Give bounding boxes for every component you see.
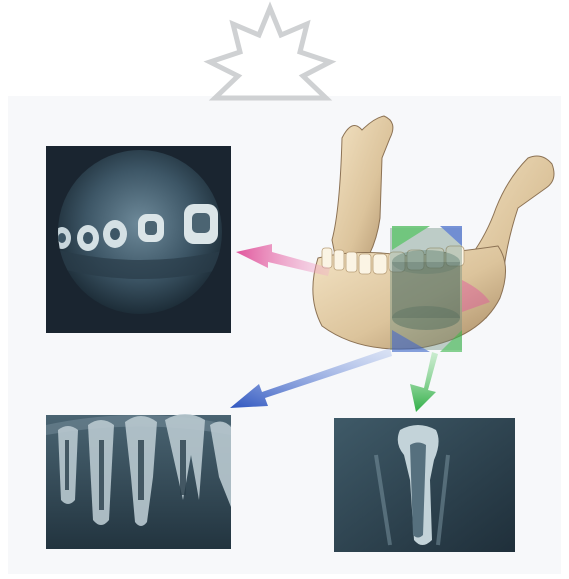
axial-slice-panel <box>46 146 231 333</box>
arrow-to-panoramic <box>230 348 392 408</box>
arrow-to-axial <box>236 244 330 276</box>
starburst-outline-icon <box>210 8 330 98</box>
mandible-3d-model <box>313 116 554 352</box>
panoramic-section-panel <box>46 414 231 549</box>
volume-of-interest <box>390 226 490 352</box>
cross-section-panel <box>334 418 515 552</box>
arrow-to-cross-section <box>410 352 438 412</box>
